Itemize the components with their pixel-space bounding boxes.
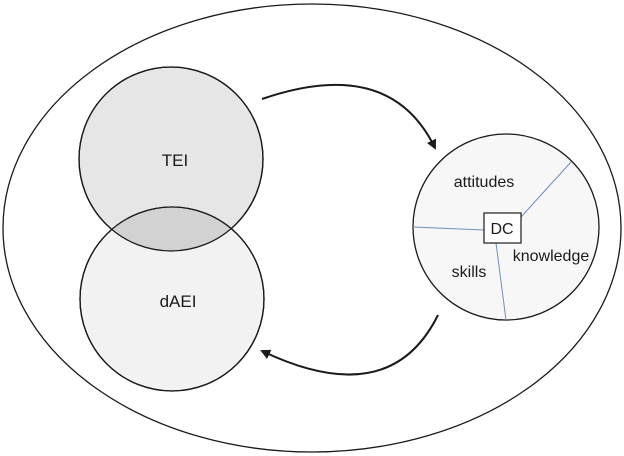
dc-center-box	[483, 212, 522, 244]
arrow-tei-to-dc	[261, 83, 437, 150]
knowledge-label: knowledge	[513, 248, 590, 265]
dc-label: DC	[490, 221, 513, 238]
tei-label: TEI	[162, 151, 188, 170]
dc-divider-left	[412, 226, 485, 231]
dc-divider-lower	[495, 242, 507, 321]
arrow-dc-to-daei	[260, 314, 439, 376]
dc-divider-upper-right	[520, 161, 572, 218]
attitudes-label: attitudes	[454, 174, 514, 191]
daei-label: dAEI	[160, 292, 197, 311]
skills-label: skills	[452, 264, 487, 281]
